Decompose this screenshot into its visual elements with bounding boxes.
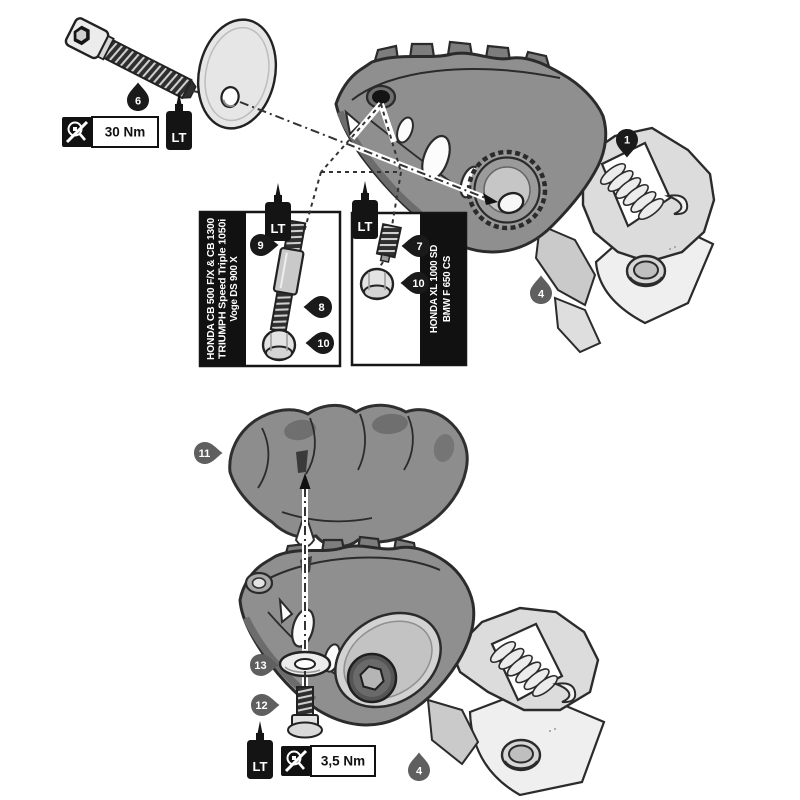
washer-disc-illustration [196,18,278,130]
spring-coil [599,162,665,221]
cap-bolt-a-illustration [261,328,297,362]
axis-line [239,101,489,200]
dashed-connectors [279,102,402,331]
cap-bolt-b-illustration [359,267,395,301]
torque-label-top: 30 Nm [60,115,159,149]
model-list-line: TRIUMPH Speed Triple 1050i [218,218,229,359]
threadlocker-label: LT [271,221,286,236]
marker-number: 11 [199,448,211,460]
no-torque-tool-icon [279,744,313,778]
marker-number: 12 [255,700,267,712]
model-list-line: HONDA CB 500 F/X & CB 1300 [206,217,217,360]
hex-socket-bolt [346,652,398,704]
marker-number: 1 [624,135,630,147]
spring-hook [664,194,689,216]
threadlocker-label: LT [172,130,187,145]
marker-number: 6 [135,96,141,108]
spring-hook [552,682,577,704]
bracket-bolt-icon [500,738,542,772]
bracket-bolt-icon [625,254,667,288]
torque-value: 3,5 Nm [321,754,365,769]
pad-screw-illustration [287,686,323,739]
mounting-bracket-top [581,126,716,325]
arrowhead-up [299,473,311,489]
marker-number: 9 [257,240,263,252]
rubber-pad-illustration [228,403,469,548]
spring-coil [489,640,559,698]
arrowhead [483,193,498,205]
model-list-line: HONDA XL 1000 SD [429,245,440,333]
peg-jaw-pieces [534,223,602,354]
threadlocker-label: LT [358,219,373,234]
socket-screw-illustration [64,17,197,100]
model-list-line: Voge DS 900 X [229,256,240,322]
peg-jaw-pieces-bottom [426,698,480,766]
marker-number: 10 [317,338,329,350]
model-list-line: BMW F 650 CS [442,255,453,322]
torque-label-bottom: 3,5 Nm [279,744,376,778]
pad-slot [296,450,308,473]
marker-number: 7 [416,241,422,253]
marker-number: 8 [318,302,324,314]
splined-hub [466,149,548,231]
footpeg-bottom-illustration [238,535,476,727]
part-markers: 6 1 4 9 8 10 7 10 11 13 12 4 [127,82,638,781]
marker-number: 4 [538,289,545,301]
marker-number: 10 [412,278,424,290]
no-torque-tool-icon [60,115,94,149]
short-stud-illustration [375,222,402,263]
mounting-bracket-bottom [450,606,606,797]
marker-number: 13 [254,660,266,672]
footpeg-top-illustration [334,40,608,254]
threadlocker-label: LT [253,759,268,774]
marker-number: 4 [416,766,423,778]
torque-value: 30 Nm [105,125,146,140]
